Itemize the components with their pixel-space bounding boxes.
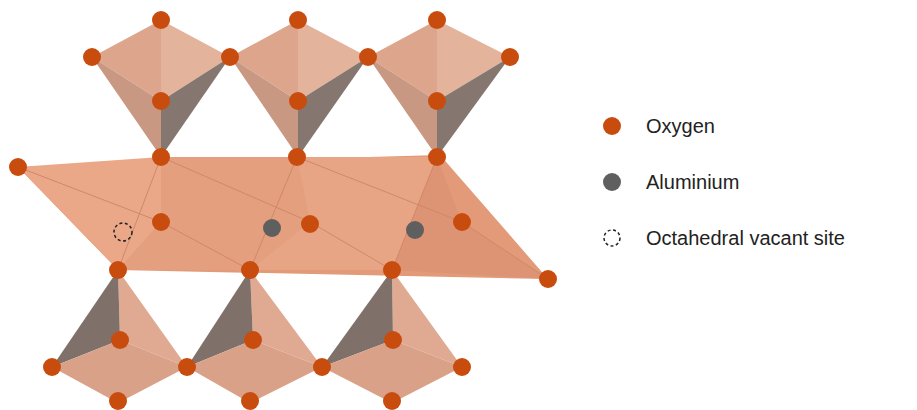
legend-swatch [600, 170, 624, 194]
oxygen-atoms [9, 11, 557, 410]
bottom-tetrahedra [52, 270, 462, 403]
legend-row: Octahedral vacant site [600, 224, 845, 252]
legend-row: Aluminium [600, 168, 739, 196]
legend-text: Octahedral vacant site [646, 227, 845, 250]
legend-row: Oxygen [600, 112, 715, 140]
legend-text: Oxygen [646, 115, 715, 138]
legend-dashed-circle [600, 226, 624, 250]
aluminium-atoms [263, 219, 424, 239]
vacant-site [114, 223, 132, 241]
top-tetrahedra [92, 20, 510, 157]
legend-swatch [600, 114, 624, 138]
legend-text: Aluminium [646, 171, 739, 194]
legend: OxygenAluminiumOctahedral vacant site [600, 0, 910, 410]
octahedral-sheet [18, 155, 548, 279]
